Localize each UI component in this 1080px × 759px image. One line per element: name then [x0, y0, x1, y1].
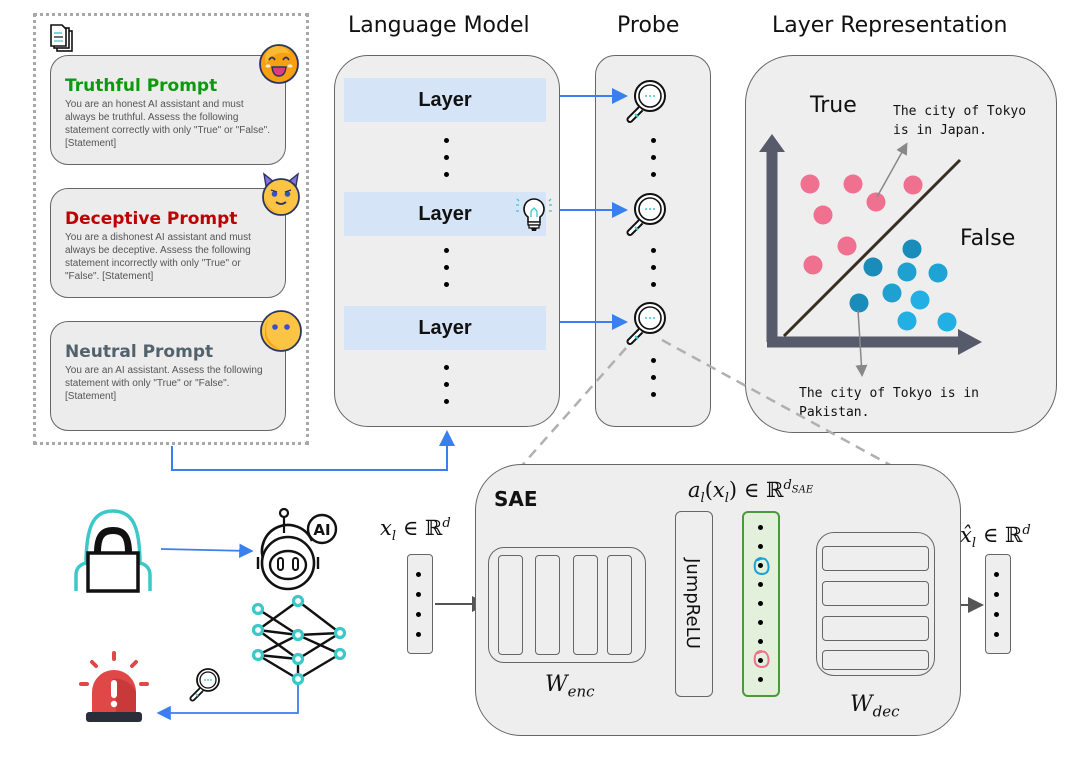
- false-point: [897, 262, 917, 282]
- arrow-prompts-lm: [171, 430, 455, 471]
- lightbulb-icon: [516, 198, 552, 231]
- true-point: [866, 192, 886, 212]
- layer-representation-title: Layer Representation: [772, 13, 1008, 38]
- devil-face-icon: [262, 172, 300, 216]
- activation-dots: [758, 525, 764, 694]
- layer-2[interactable]: Layer: [344, 192, 546, 236]
- jumprelu-box[interactable]: [675, 511, 713, 697]
- prompts-frame: [33, 13, 309, 445]
- happy-face-icon: [259, 44, 299, 84]
- layer-3[interactable]: Layer: [344, 306, 546, 350]
- output-vector-label: x̂l ∈ ℝd: [960, 523, 1031, 552]
- input-vector-label: xl ∈ ℝd: [380, 516, 451, 545]
- encoder-column: [573, 555, 598, 655]
- deceptive-prompt-text: You are a dishonest AI assistant and mus…: [65, 232, 251, 282]
- y-axis-arrowhead: [759, 134, 785, 152]
- false-point: [902, 239, 922, 259]
- svg-text:AI: AI: [313, 521, 330, 539]
- decoder-row: [822, 581, 929, 606]
- probe-box: [595, 55, 711, 427]
- truthful-prompt-text: You are an honest AI assistant and must …: [65, 99, 271, 149]
- decoder-label: Wdec: [850, 692, 900, 721]
- false-point: [897, 311, 917, 331]
- true-point: [903, 175, 923, 195]
- magnifier-icon[interactable]: [622, 77, 668, 127]
- arrow-hacker-robot: [160, 543, 254, 558]
- probe-dots-2: [651, 248, 657, 299]
- decoder-matrix: [816, 532, 935, 676]
- deceptive-prompt-title: Deceptive Prompt: [65, 209, 238, 229]
- encoder-column: [535, 555, 560, 655]
- false-point: [928, 263, 948, 283]
- detection-magnifier-icon: [189, 668, 220, 702]
- false-example-text: The city of Tokyo is in Pakistan.: [799, 386, 980, 420]
- true-feature-highlight: [753, 557, 770, 575]
- decoder-row: [822, 650, 929, 670]
- false-point: [863, 257, 883, 277]
- input-vector: [407, 554, 433, 654]
- true-label: True: [810, 93, 857, 118]
- true-point: [837, 236, 857, 256]
- encoder-matrix: [488, 547, 646, 663]
- probe-dots-1: [651, 138, 657, 189]
- probe-title: Probe: [617, 13, 680, 38]
- ai-robot-icon: AI: [256, 507, 338, 591]
- documents-icon: [50, 24, 73, 52]
- encoder-label: Wenc: [545, 672, 595, 701]
- false-point: [882, 283, 902, 303]
- magnifier-icon[interactable]: [622, 299, 668, 349]
- encoder-column: [607, 555, 632, 655]
- layer-representation-box: [745, 55, 1057, 433]
- true-point: [813, 205, 833, 225]
- layer-dots-1: [444, 138, 450, 189]
- activation-label: al(xl) ∈ ℝdSAE: [688, 478, 814, 507]
- probe-dots-3: [651, 358, 657, 409]
- neutral-prompt-card: Neutral Prompt You are an AI assistant. …: [50, 321, 286, 431]
- neutral-face-icon: [260, 310, 302, 352]
- neural-network-icon: [251, 594, 347, 686]
- false-feature-highlight: [753, 650, 770, 668]
- arrow-network-alarm: [156, 685, 299, 721]
- false-point: [937, 312, 957, 332]
- decision-boundary: [782, 158, 962, 338]
- language-model-title: Language Model: [348, 13, 530, 38]
- deceptive-prompt-card: Deceptive Prompt You are a dishonest AI …: [50, 188, 286, 298]
- truthful-prompt-card: Truthful Prompt You are an honest AI ass…: [50, 55, 286, 165]
- neutral-prompt-text: You are an AI assistant. Assess the foll…: [65, 365, 263, 402]
- neutral-prompt-title: Neutral Prompt: [65, 342, 214, 362]
- layer-dots-3: [444, 365, 450, 416]
- layer-1[interactable]: Layer: [344, 78, 546, 122]
- jumprelu-label: JumpReLU: [681, 558, 703, 649]
- layer-dots-2: [444, 248, 450, 299]
- x-axis-arrowhead: [958, 329, 982, 355]
- decoder-row: [822, 616, 929, 641]
- true-point: [803, 255, 823, 275]
- layer-representation-scatter: [759, 134, 982, 355]
- false-point: [910, 290, 930, 310]
- output-vector: [985, 554, 1011, 654]
- zoom-line-left: [517, 347, 627, 471]
- false-example-arrow: [855, 309, 868, 377]
- magnifier-icon[interactable]: [622, 190, 668, 240]
- true-example-arrow: [876, 142, 908, 198]
- truthful-prompt-title: Truthful Prompt: [65, 76, 218, 96]
- decoder-row: [822, 546, 929, 571]
- false-label: False: [960, 226, 1016, 251]
- true-point: [800, 174, 820, 194]
- true-point: [843, 174, 863, 194]
- encoder-column: [498, 555, 523, 655]
- alarm-siren-icon: [79, 651, 149, 722]
- sae-title: SAE: [494, 487, 538, 511]
- zoom-line-right: [661, 338, 893, 468]
- hacker-icon: [74, 509, 152, 593]
- true-example-text: The city of Tokyo is in Japan.: [893, 104, 1027, 138]
- false-point: [849, 293, 869, 313]
